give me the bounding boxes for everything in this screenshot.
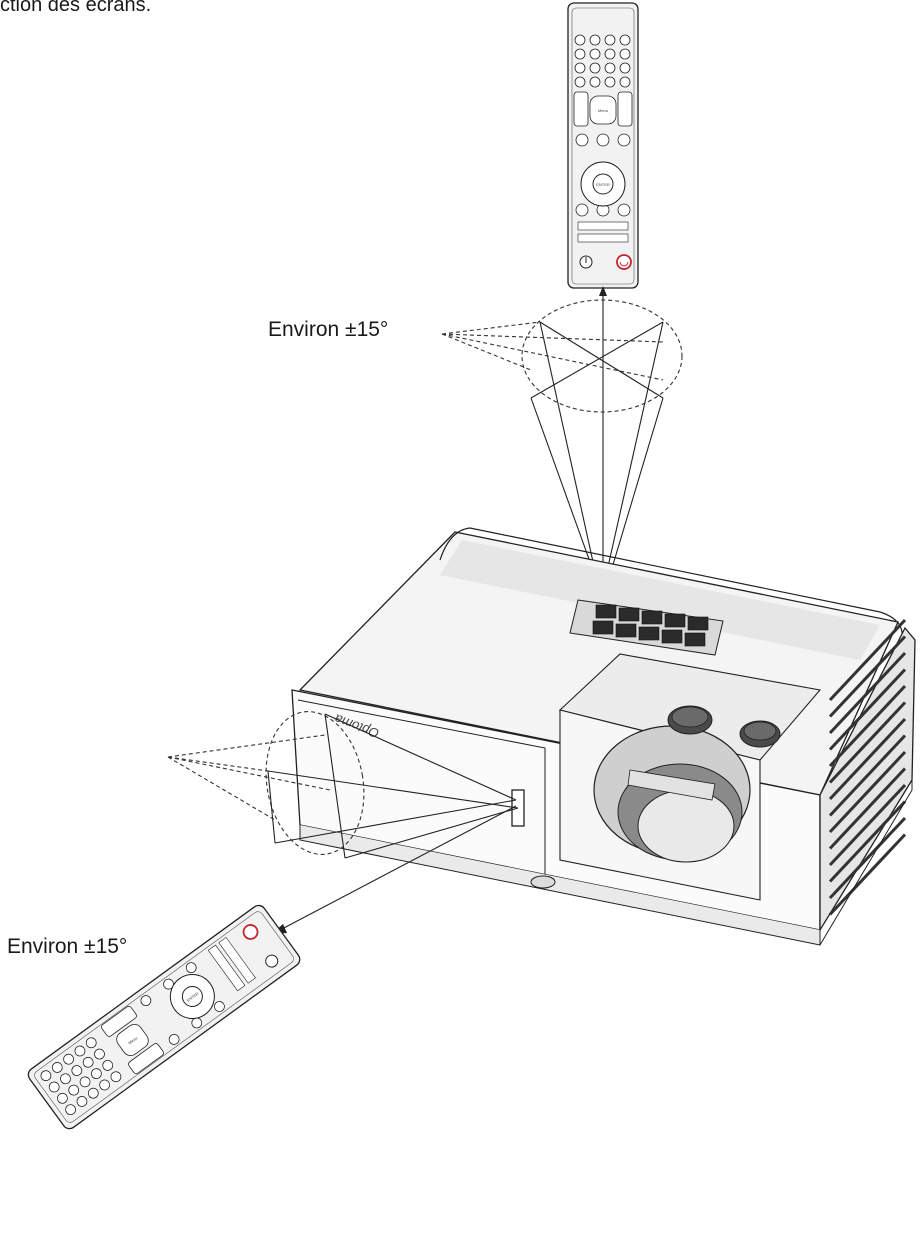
remote-button [40,1070,52,1082]
remote-button [82,1056,94,1068]
vent-slot [828,651,907,735]
remote-button [214,1001,225,1012]
remote-button [574,34,586,46]
remote-button [63,1053,74,1065]
vent-slot [828,800,907,883]
remote-button [168,1034,180,1045]
remote-button [71,1065,83,1076]
remote-button [60,1073,71,1085]
remote-button [85,1037,97,1049]
vent-slot [828,635,907,718]
remote-button [619,62,631,74]
remote-button [619,76,631,88]
remote-button [99,1079,111,1091]
remote-button [87,1087,99,1099]
panel-button [615,623,637,638]
remote-control-bottom: ENTER Menu [27,904,301,1130]
angle-label-bottom: Environ ±15° [7,935,128,958]
panel-button [592,620,614,635]
enter-button-bottom [181,985,203,1007]
remote-button [574,62,586,74]
power-on-icon-top [616,254,632,270]
panel-button [684,632,706,647]
vent-slot [828,750,907,834]
panel-button [687,616,709,631]
remote-button [65,1104,77,1116]
panel-button [664,613,686,628]
remote-button [589,62,601,74]
vent-slot [828,783,907,867]
remote-button [619,48,631,60]
caption-text: ction des écrans. [0,0,152,16]
menu-label-bottom: Menu [127,1035,138,1045]
projector: Optoma [291,527,916,946]
remote-button [589,34,601,46]
vent-slot [828,833,907,916]
angle-label-top: Environ ±15° [268,318,389,341]
remote-control-top: ENTER Menu [567,2,639,289]
remote-button [617,133,631,147]
power-on-icon-bottom [242,924,259,940]
remote-button [575,203,589,217]
remote-button [140,995,152,1006]
vent-slot [828,618,907,702]
menu-label-top: Menu [598,108,608,113]
vent-slot [828,668,907,751]
remote-button [185,962,197,974]
remote-button [589,76,601,88]
vent-slot [828,684,907,768]
vent-slot [828,767,907,850]
remote-button [56,1092,68,1104]
remote-button [604,62,616,74]
remote-button [48,1081,60,1093]
remote-button [90,1068,102,1080]
remote-button [604,76,616,88]
panel-button [661,629,683,644]
panel-button [638,626,660,641]
panel-button [618,607,640,622]
remote-button [604,34,616,46]
remote-button [76,1096,88,1107]
vent-slot [828,717,907,801]
remote-button [617,203,631,217]
enter-label-top: ENTER [596,182,610,187]
remote-button [51,1062,63,1073]
remote-button [94,1048,105,1060]
remote-button [74,1045,86,1057]
remote-button [79,1076,91,1088]
panel-button [641,610,663,625]
remote-button [575,133,589,147]
panel-button [595,604,617,619]
vent-slot [828,701,907,784]
remote-button [619,34,631,46]
vent-slot [828,816,907,900]
remote-button [589,48,601,60]
enter-button-top [592,173,614,195]
remote-button [68,1084,80,1096]
remote-button [574,48,586,60]
vent-slot [828,734,907,817]
remote-button [596,133,610,147]
remote-button [102,1060,114,1071]
power-off-icon-bottom [265,954,279,968]
remote-button [604,48,616,60]
remote-button [574,76,586,88]
remote-button [110,1071,122,1083]
